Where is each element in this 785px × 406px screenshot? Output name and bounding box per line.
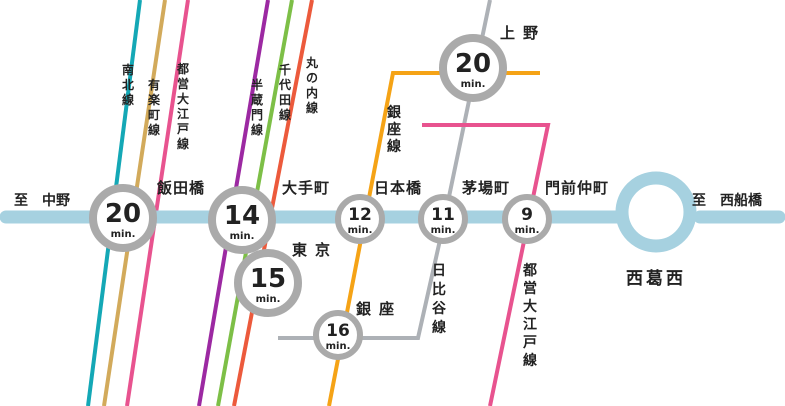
line-label-ginza: 銀座線: [387, 104, 401, 155]
destination-east: 至 西船橋: [692, 192, 763, 209]
line-label-namboku: 南北線: [122, 62, 134, 107]
badge-ring: [89, 184, 157, 252]
line-label-char: 日: [432, 263, 446, 279]
station-name-nihombashi: 日本橋: [374, 179, 422, 197]
badge-unit: min.: [431, 225, 456, 236]
badge-ring: [335, 194, 385, 244]
badge-unit: min.: [111, 229, 136, 240]
badge-unit: min.: [230, 231, 255, 242]
line-label-char: 田: [279, 93, 291, 107]
line-label-char: 大: [523, 298, 537, 315]
line-label-char: 江: [523, 316, 537, 333]
badge-minutes: 20: [105, 199, 141, 229]
badge-minutes: 16: [326, 321, 350, 341]
line-label-char: 営: [523, 280, 537, 297]
line-label-char: 線: [177, 136, 189, 151]
line-marunouchi: [232, 0, 314, 406]
badge-otemachi: 14 min.: [208, 186, 276, 254]
station-name-kayabacho: 茅場町: [462, 179, 510, 197]
badge-ueno: 20 min.: [439, 34, 507, 102]
line-label-char: 線: [387, 138, 401, 155]
line-label-char: 都: [176, 61, 189, 76]
badge-unit: min.: [326, 341, 351, 352]
line-label-char: 有: [148, 77, 160, 92]
line-label-char: 線: [279, 107, 291, 122]
badge-ring: [313, 310, 363, 360]
badge-unit: min.: [461, 79, 486, 90]
line-label-char: 大: [177, 91, 189, 106]
line-label-char: 南: [122, 62, 134, 77]
badge-ring: [208, 186, 276, 254]
line-label-char: 北: [122, 77, 134, 92]
line-label-char: 線: [432, 319, 446, 336]
line-oedo-west: [125, 0, 190, 406]
line-label-char: 線: [523, 352, 537, 369]
station-name-ueno: 上野: [500, 24, 546, 42]
badge-minutes: 12: [348, 205, 372, 225]
line-label-char: 江: [177, 106, 189, 121]
line-label-char: 内: [306, 85, 318, 100]
line-oedo-east: [422, 123, 551, 406]
line-label-char: 丸: [305, 55, 319, 70]
line-label-char: 門: [251, 108, 263, 122]
line-label-char: 比: [432, 281, 446, 298]
line-label-char: 線: [148, 122, 160, 137]
nishi-kasai-ring: [615, 171, 697, 253]
badge-tokyo: 15 min.: [234, 249, 302, 317]
badge-ginza: 16 min.: [313, 310, 363, 360]
line-label-char: の: [306, 71, 318, 85]
line-label-char: 千: [279, 62, 291, 77]
station-name-ginza: 銀座: [356, 300, 402, 318]
badge-ring: [418, 194, 468, 244]
badge-kayabacho: 11 min.: [418, 194, 468, 244]
line-label-char: 谷: [432, 301, 447, 317]
badge-minutes: 20: [455, 49, 491, 79]
destination-west: 至 中野: [14, 192, 70, 209]
line-label-char: 代: [278, 77, 291, 92]
badge-ring: [439, 34, 507, 102]
badge-nihombashi: 12 min.: [335, 194, 385, 244]
badge-ring: [234, 249, 302, 317]
line-label-char: 営: [177, 76, 189, 91]
badge-unit: min.: [515, 225, 540, 236]
line-label-char: 座: [387, 121, 401, 138]
line-label-char: 銀: [387, 104, 401, 121]
line-label-char: 都: [522, 263, 537, 279]
line-label-char: 線: [251, 122, 263, 137]
station-name-monzen-nakacho: 門前仲町: [545, 179, 609, 197]
badge-monzen-nakacho: 9 min.: [502, 194, 552, 244]
badge-iidabashi: 20 min.: [89, 184, 157, 252]
station-name-iidabashi: 飯田橋: [156, 179, 205, 197]
station-name-tokyo: 東京: [292, 241, 338, 259]
line-label-char: 戸: [523, 335, 537, 351]
badge-unit: min.: [348, 225, 373, 236]
badge-minutes: 15: [250, 264, 286, 294]
line-label-char: 楽: [148, 92, 161, 107]
line-label-char: 半: [251, 77, 263, 92]
badge-unit: min.: [256, 294, 281, 305]
line-label-char: 町: [148, 108, 160, 122]
line-label-char: 線: [122, 92, 134, 107]
badge-minutes: 14: [224, 201, 260, 231]
line-label-char: 線: [306, 100, 318, 115]
badge-minutes: 11: [431, 205, 455, 225]
line-label-char: 蔵: [251, 92, 263, 107]
hub-name-nishi-kasai: 西葛西: [626, 268, 686, 289]
badge-ring: [502, 194, 552, 244]
line-label-char: 戸: [177, 122, 189, 136]
badge-minutes: 9: [521, 205, 533, 225]
station-name-otemachi: 大手町: [282, 179, 330, 197]
